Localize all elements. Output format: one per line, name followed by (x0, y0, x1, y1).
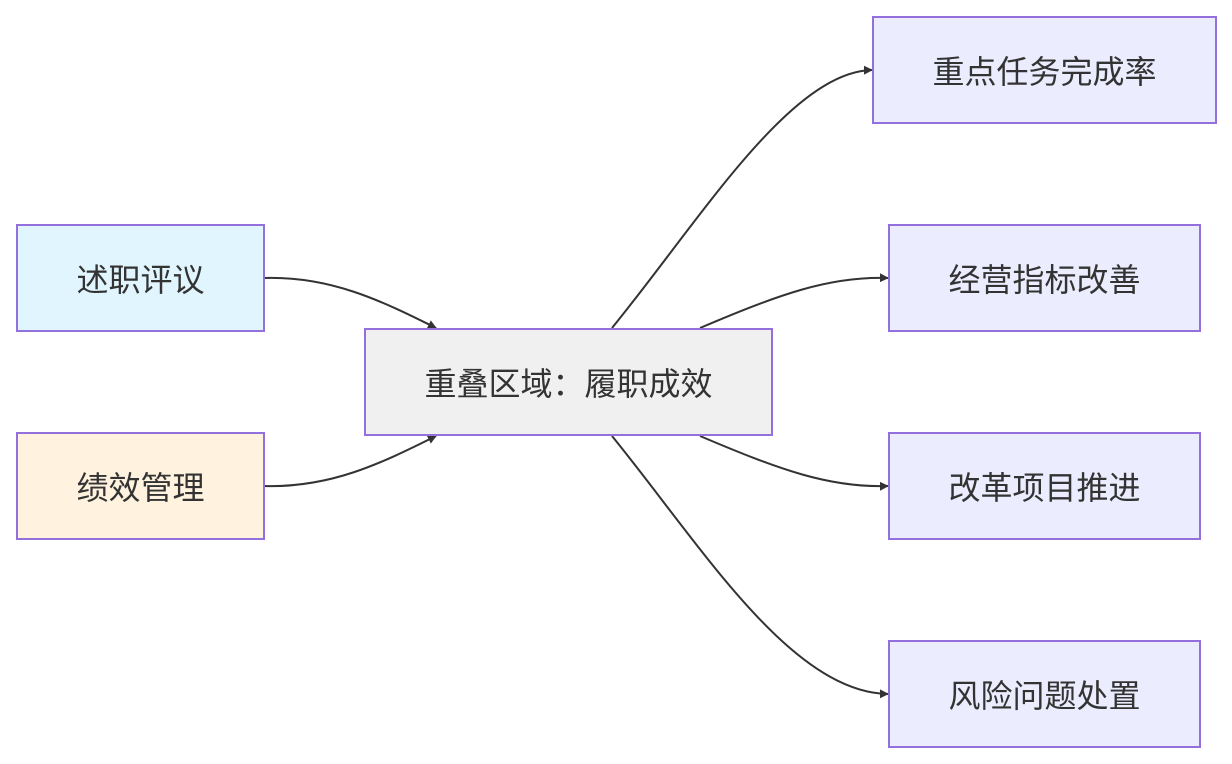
node-overlap-center-label: 重叠区域：履职成效 (424, 365, 713, 403)
node-business-improvement: 经营指标改善 (888, 224, 1201, 332)
node-key-task-rate: 重点任务完成率 (872, 16, 1217, 124)
node-key-task-rate-label: 重点任务完成率 (932, 53, 1157, 91)
node-jixiao-guanli: 绩效管理 (16, 432, 265, 540)
edge-center-to-out1 (611, 65, 873, 329)
node-business-improvement-label: 经营指标改善 (948, 261, 1141, 299)
edge-center-to-out3 (699, 435, 889, 491)
node-reform-progress-label: 改革项目推进 (948, 469, 1141, 507)
edge-center-to-out2 (699, 273, 889, 329)
node-reform-progress: 改革项目推进 (888, 432, 1201, 540)
edge-center-to-out4 (611, 435, 889, 699)
edge-jixiao-to-center (263, 435, 437, 488)
node-jixiao-guanli-label: 绩效管理 (76, 469, 205, 507)
node-shuzhi-pingyi-label: 述职评议 (76, 261, 205, 299)
node-overlap-center: 重叠区域：履职成效 (364, 328, 773, 436)
node-risk-handling-label: 风险问题处置 (948, 677, 1141, 715)
node-shuzhi-pingyi: 述职评议 (16, 224, 265, 332)
edge-shuzhi-to-center (263, 276, 437, 329)
node-risk-handling: 风险问题处置 (888, 640, 1201, 748)
